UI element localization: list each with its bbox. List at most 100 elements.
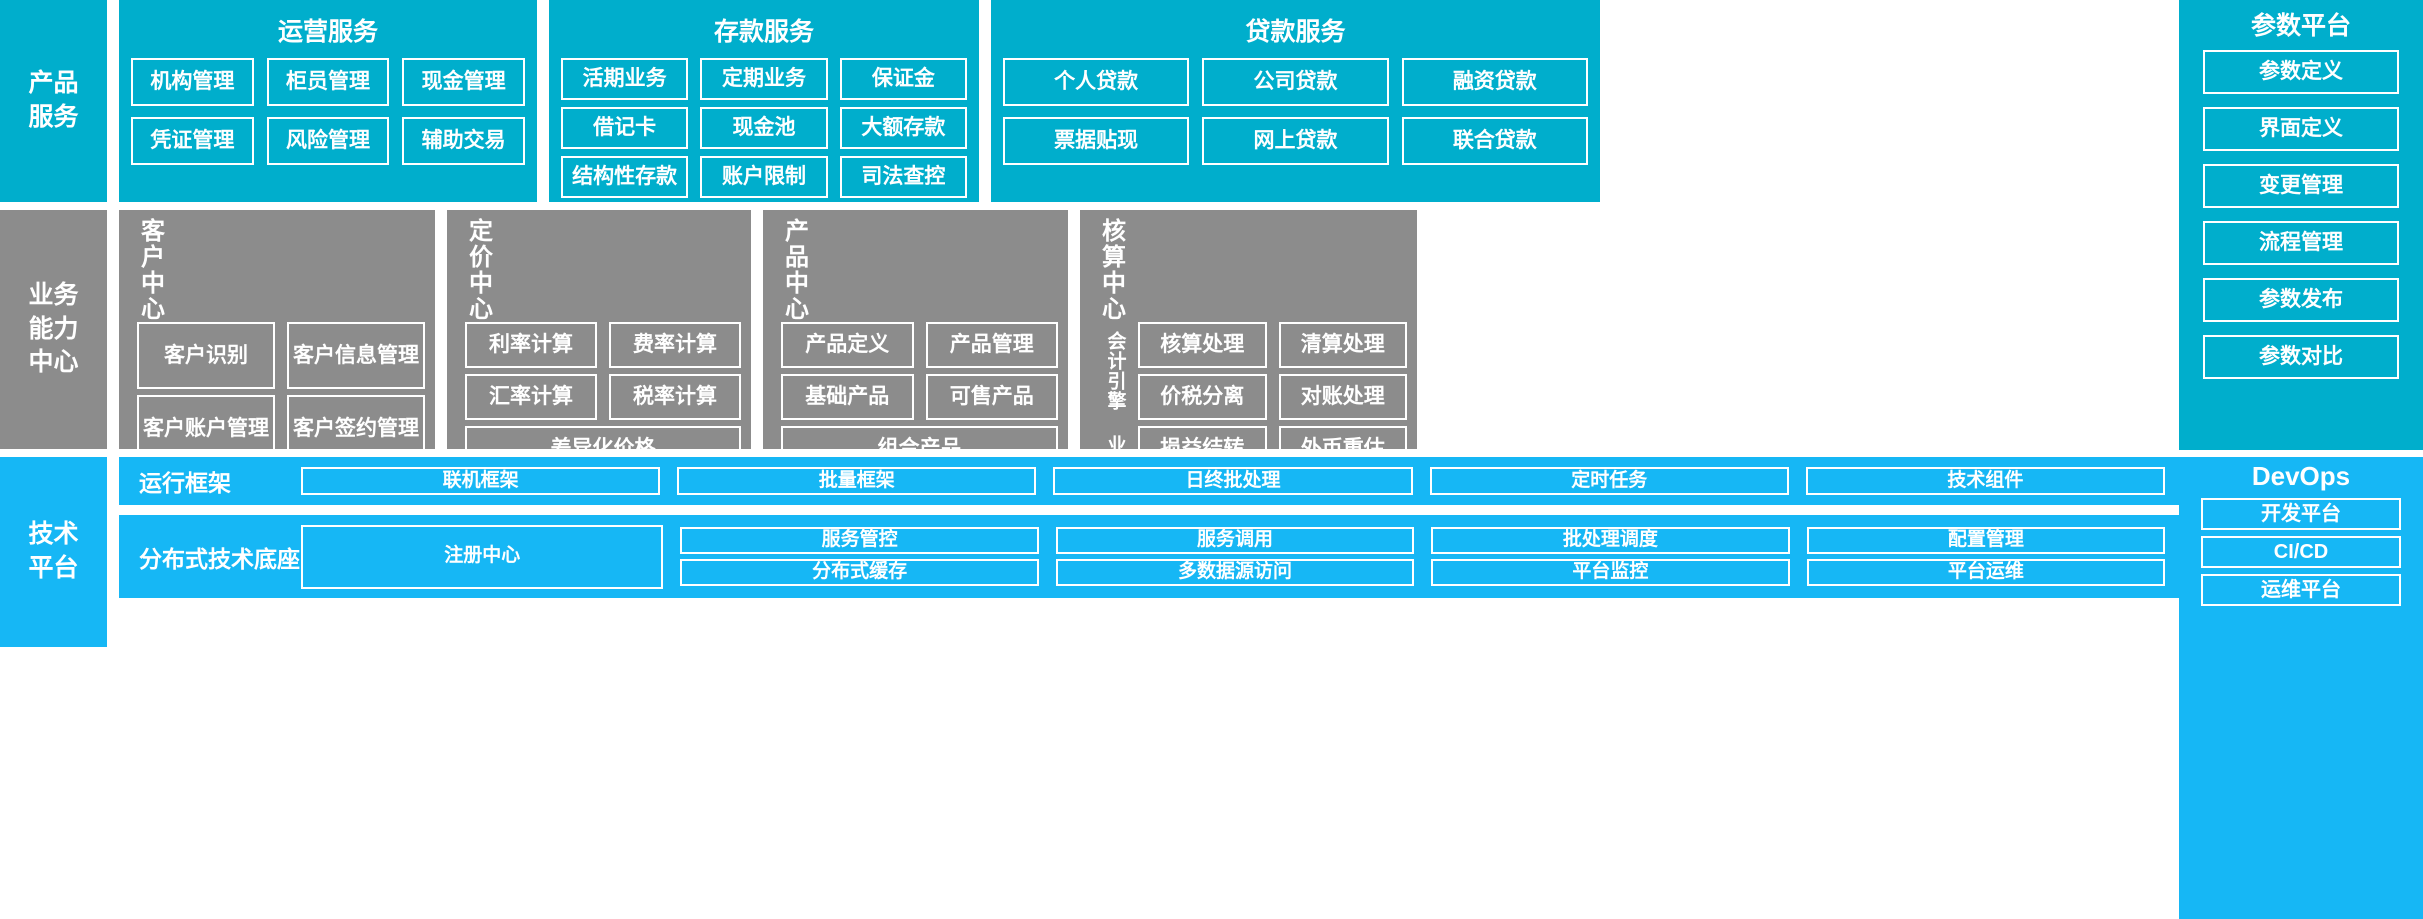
item-customer-info-management[interactable]: 客户信息管理: [287, 322, 425, 389]
group-title-operations-service: 运营服务: [277, 18, 378, 46]
item-judicial-inquiry[interactable]: 司法查控: [839, 156, 967, 198]
item-pair: 配置管理 平台运维: [1806, 527, 2166, 586]
item-structured-deposit[interactable]: 结构性存款: [561, 156, 689, 198]
group-vlabel-accounting-center: 核算中心: [1097, 218, 1125, 322]
item-operations-platform[interactable]: 运维平台: [2201, 574, 2401, 606]
group-vlabel-product-center: 产品中心: [780, 218, 808, 322]
item-debit-card[interactable]: 借记卡: [561, 107, 689, 149]
item-customer-contract-management[interactable]: 客户签约管理: [287, 395, 425, 462]
layer-business-capability: 业务 能力 中心 客户中心 客户识别 客户信息管理 客户账户管理 客户签约管理 …: [0, 210, 2423, 535]
item-online-framework[interactable]: 联机框架: [301, 467, 661, 495]
item-registry-center[interactable]: 注册中心: [301, 524, 664, 589]
strip-items-distributed-foundation: 注册中心 服务管控 分布式缓存 服务调用 多数据源访问 批处理调度 平台监控: [301, 524, 2166, 589]
item-price-tax-separation[interactable]: 价税分离: [1138, 374, 1267, 420]
layer-label-business-capability: 业务 能力 中心: [0, 210, 107, 449]
layer-label-technical-platform: 技术 平台: [0, 457, 107, 647]
gap: [107, 210, 119, 449]
item-basic-product[interactable]: 基础产品: [781, 374, 914, 420]
layer-label-line2: 服务: [28, 103, 79, 131]
item-fee-rate-calculation[interactable]: 费率计算: [609, 322, 741, 368]
gap: [107, 0, 119, 202]
group-items-operations-service: 机构管理 柜员管理 现金管理 凭证管理 风险管理 辅助交易: [131, 58, 525, 165]
item-platform-operations[interactable]: 平台运维: [1806, 559, 2166, 586]
item-interface-definition[interactable]: 界面定义: [2203, 107, 2399, 151]
row: 基础产品 可售产品: [781, 374, 1058, 420]
item-parameter-definition[interactable]: 参数定义: [2203, 50, 2399, 94]
item-syndicated-loan[interactable]: 联合贷款: [1401, 117, 1588, 165]
item-margin-deposit[interactable]: 保证金: [839, 58, 967, 100]
layer-label-line1: 技术: [28, 520, 79, 549]
item-end-of-day-batch[interactable]: 日终批处理: [1053, 467, 1413, 495]
item-cash-pool[interactable]: 现金池: [700, 107, 828, 149]
item-scheduled-task[interactable]: 定时任务: [1429, 467, 1789, 495]
rail-title-parameter-platform: 参数平台: [2250, 12, 2351, 40]
item-development-platform[interactable]: 开发平台: [2201, 498, 2401, 530]
item-exchange-rate-calculation[interactable]: 汇率计算: [465, 374, 597, 420]
item-cash-management[interactable]: 现金管理: [402, 58, 525, 106]
group-vlabel-customer-center: 客户中心: [136, 218, 164, 322]
item-org-management[interactable]: 机构管理: [131, 58, 254, 106]
technical-platform-strips: 运行框架 联机框架 批量框架 日终批处理 定时任务 技术组件 分布式技术底座 注…: [119, 457, 2179, 919]
gap: [751, 210, 763, 449]
item-personal-loan[interactable]: 个人贷款: [1003, 58, 1190, 106]
item-account-restriction[interactable]: 账户限制: [700, 156, 828, 198]
item-corporate-loan[interactable]: 公司贷款: [1202, 58, 1389, 106]
item-current-business[interactable]: 活期业务: [561, 58, 689, 100]
item-parameter-release[interactable]: 参数发布: [2203, 278, 2399, 322]
strip-items-runtime-framework: 联机框架 批量框架 日终批处理 定时任务 技术组件: [301, 467, 2166, 495]
row: 客户账户管理 客户签约管理: [137, 395, 425, 462]
item-sellable-product[interactable]: 可售产品: [925, 374, 1058, 420]
row: 价税分离 对账处理: [1138, 374, 1407, 420]
item-batch-scheduling[interactable]: 批处理调度: [1431, 527, 1790, 554]
item-batch-framework[interactable]: 批量框架: [677, 467, 1037, 495]
item-teller-management[interactable]: 柜员管理: [266, 58, 390, 106]
item-configuration-management[interactable]: 配置管理: [1806, 527, 2166, 554]
row: 产品定义 产品管理: [781, 322, 1058, 368]
row: 客户识别 客户信息管理: [137, 322, 425, 389]
item-interest-rate-calculation[interactable]: 利率计算: [465, 322, 597, 368]
item-process-management[interactable]: 流程管理: [2203, 221, 2399, 265]
group-operations-service: 运营服务 机构管理 柜员管理 现金管理 凭证管理 风险管理 辅助交易: [119, 0, 537, 202]
item-change-management[interactable]: 变更管理: [2203, 164, 2399, 208]
item-customer-identification[interactable]: 客户识别: [137, 322, 275, 389]
group-title-deposit-service: 存款服务: [713, 18, 814, 46]
rail-parameter-platform: 参数平台 参数定义 界面定义 变更管理 流程管理 参数发布 参数对比: [2179, 0, 2423, 450]
strip-distributed-foundation: 分布式技术底座 注册中心 服务管控 分布式缓存 服务调用 多数据源访问 批处理调…: [119, 515, 2179, 598]
item-time-deposit-business[interactable]: 定期业务: [700, 58, 828, 100]
item-parameter-comparison[interactable]: 参数对比: [2203, 335, 2399, 379]
item-distributed-cache[interactable]: 分布式缓存: [680, 559, 1039, 586]
group-loan-service: 贷款服务 个人贷款 公司贷款 融资贷款 票据贴现 网上贷款 联合贷款: [991, 0, 1600, 202]
item-voucher-management[interactable]: 凭证管理: [131, 117, 254, 165]
item-accounting-processing[interactable]: 核算处理: [1138, 322, 1267, 368]
item-bill-discount[interactable]: 票据贴现: [1003, 117, 1190, 165]
item-risk-management[interactable]: 风险管理: [266, 117, 390, 165]
layer-label-line1: 业务: [28, 280, 79, 309]
group-accounting-center: 核算中心 会计引擎 核算处理 清算处理 价税分离 对账处理: [1080, 210, 1417, 524]
group-items-deposit-service: 活期业务 定期业务 保证金 借记卡 现金池 大额存款 结构性存款 账户限制 司法…: [561, 58, 967, 198]
item-platform-monitoring[interactable]: 平台监控: [1431, 559, 1790, 586]
item-auxiliary-transaction[interactable]: 辅助交易: [402, 117, 525, 165]
item-reconciliation-processing[interactable]: 对账处理: [1278, 374, 1407, 420]
item-ci-cd[interactable]: CI/CD: [2201, 536, 2401, 568]
item-service-invocation[interactable]: 服务调用: [1055, 527, 1415, 554]
item-financing-loan[interactable]: 融资贷款: [1401, 58, 1588, 106]
group-deposit-service: 存款服务 活期业务 定期业务 保证金 借记卡 现金池 大额存款 结构性存款 账户…: [549, 0, 979, 202]
strip-label-runtime-framework: 运行框架: [139, 470, 231, 496]
item-service-governance[interactable]: 服务管控: [680, 527, 1039, 554]
item-product-definition[interactable]: 产品定义: [781, 322, 914, 368]
strip-runtime-framework: 运行框架 联机框架 批量框架 日终批处理 定时任务 技术组件: [119, 457, 2179, 505]
item-product-management[interactable]: 产品管理: [925, 322, 1058, 368]
layer-label-line2: 平台: [28, 554, 79, 582]
item-large-deposit[interactable]: 大额存款: [839, 107, 967, 149]
item-technical-component[interactable]: 技术组件: [1805, 467, 2166, 495]
layer-label-line1: 产品: [28, 69, 79, 98]
item-pair: 批处理调度 平台监控: [1431, 527, 1790, 586]
item-customer-account-management[interactable]: 客户账户管理: [137, 395, 275, 462]
item-tax-rate-calculation[interactable]: 税率计算: [609, 374, 741, 420]
subgroup-cells: 核算处理 清算处理 价税分离 对账处理: [1138, 322, 1407, 420]
item-settlement-processing[interactable]: 清算处理: [1278, 322, 1407, 368]
item-multi-datasource-access[interactable]: 多数据源访问: [1055, 559, 1415, 586]
gap: [435, 210, 447, 449]
item-online-loan[interactable]: 网上贷款: [1202, 117, 1389, 165]
